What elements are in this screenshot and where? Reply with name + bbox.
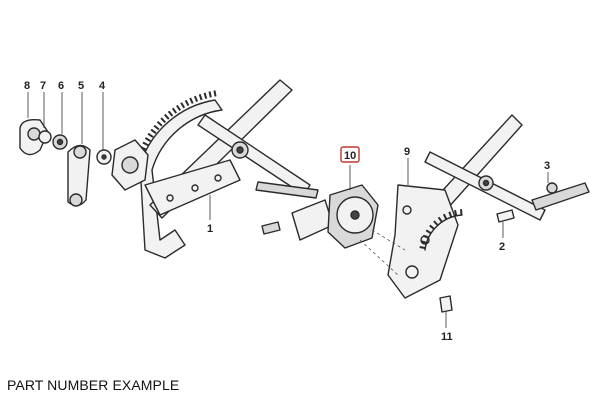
gear-tooth xyxy=(433,220,439,227)
callout-9: 9 xyxy=(404,146,410,158)
nut-part-3 xyxy=(546,182,558,194)
gear-tooth xyxy=(171,107,178,114)
window-regulator-exploded-diagram: 8 7 6 5 4 1 10 9 3 2 11 xyxy=(19,79,590,343)
callout-5: 5 xyxy=(78,80,84,92)
gear-tooth xyxy=(193,95,199,102)
right-regulator-assembly xyxy=(359,114,590,313)
left-plate-hole xyxy=(166,194,174,202)
gear-tooth xyxy=(198,93,203,101)
gearbox-hub xyxy=(121,156,139,174)
gear-tooth xyxy=(180,102,186,109)
gear-tooth xyxy=(176,104,182,111)
crank-handle-parts xyxy=(19,118,149,207)
gear-tooth xyxy=(213,90,217,97)
left-lift-rail xyxy=(255,181,319,199)
lever-knob xyxy=(69,193,83,207)
crank-handle-knob xyxy=(27,127,41,141)
callout-1: 1 xyxy=(207,223,213,235)
gear-tooth xyxy=(160,117,167,124)
ring-part-7 xyxy=(38,130,52,144)
gear-tooth xyxy=(208,91,212,98)
gear-tooth xyxy=(203,92,208,99)
callout-10-highlight-box xyxy=(340,146,360,163)
left-regulator-assembly xyxy=(131,79,319,259)
right-lift-rail xyxy=(531,182,590,211)
gear-tooth xyxy=(189,97,194,104)
gear-tooth xyxy=(429,224,436,231)
alignment-dashed-line xyxy=(371,229,406,251)
gear-tooth xyxy=(419,246,426,250)
gear-tooth xyxy=(147,132,154,138)
gear-tooth xyxy=(437,216,443,223)
gear-tooth xyxy=(167,110,174,117)
callout-3: 3 xyxy=(544,160,550,172)
gear-tooth xyxy=(448,211,453,218)
callout-4: 4 xyxy=(99,80,106,92)
callout-6: 6 xyxy=(58,80,64,92)
alignment-dashed-line xyxy=(359,239,399,276)
gear-tooth xyxy=(420,240,428,244)
right-plate-hole xyxy=(402,205,412,215)
gear-tooth xyxy=(144,137,152,142)
callout-labels: 8 7 6 5 4 1 10 9 3 2 11 xyxy=(24,80,550,343)
screw-part-11 xyxy=(439,295,453,313)
left-plate-hole xyxy=(191,184,199,192)
right-arm-pivot-center xyxy=(482,179,490,187)
caption: PART NUMBER EXAMPLE xyxy=(7,377,180,393)
gear-tooth xyxy=(150,128,157,134)
gear-tooth xyxy=(425,229,432,235)
motor-connector xyxy=(261,221,281,235)
motor-gear-center xyxy=(350,210,360,220)
gear-tooth xyxy=(442,213,448,220)
gear-tooth xyxy=(142,141,149,147)
left-arm-pivot-center xyxy=(236,146,244,154)
gear-tooth xyxy=(156,121,163,127)
gear-tooth xyxy=(454,209,458,217)
gear-tooth xyxy=(184,99,190,107)
nut-center xyxy=(56,138,64,146)
spacer-center xyxy=(101,154,107,160)
callout-leaders xyxy=(27,92,549,328)
motor-body xyxy=(291,199,334,241)
bolt-part-2 xyxy=(496,209,515,223)
callout-7: 7 xyxy=(40,80,46,92)
gear-tooth xyxy=(460,209,463,216)
window-motor-part-10 xyxy=(261,184,379,249)
gear-tooth xyxy=(422,234,430,240)
callout-11: 11 xyxy=(441,331,453,343)
callout-2: 2 xyxy=(499,241,505,253)
right-sector-gear-teeth xyxy=(419,209,463,250)
callout-8: 8 xyxy=(24,80,30,92)
callout-10: 10 xyxy=(344,150,356,162)
left-sector-gear xyxy=(139,99,223,259)
right-plate-hole xyxy=(405,265,419,279)
lever-pivot xyxy=(73,145,87,159)
gear-tooth xyxy=(153,124,160,131)
gear-tooth xyxy=(164,113,170,120)
left-plate-hole xyxy=(214,174,222,182)
